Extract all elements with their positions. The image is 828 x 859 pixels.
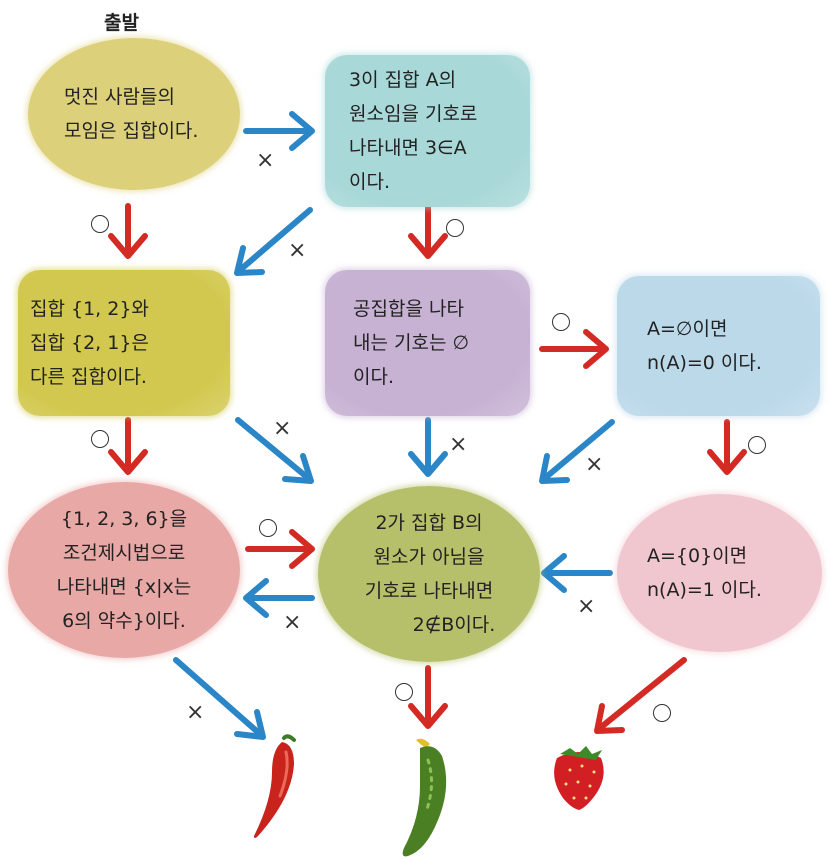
edge-n1-n3 bbox=[108, 203, 148, 259]
node-2-line-2: 원소임을 기호로 bbox=[349, 103, 478, 125]
edge-n7-n6 bbox=[243, 578, 315, 618]
node-7-line-4: 2∉B이다. bbox=[412, 614, 496, 636]
cucumber-image bbox=[402, 738, 447, 857]
yes-marker bbox=[259, 519, 277, 537]
node-5: A=∅이면 n(A)=0 이다. bbox=[617, 276, 820, 416]
yes-marker bbox=[395, 683, 413, 701]
node-1-line-1: 멋진 사람들의 bbox=[64, 86, 175, 108]
node-8-line-1: A={0}이면 bbox=[647, 545, 748, 567]
node-4-line-3: 이다. bbox=[353, 366, 394, 388]
node-6-line-2: 조건제시법으로 bbox=[62, 542, 186, 564]
node-8-line-2: n(A)=1 이다. bbox=[647, 579, 762, 601]
node-5-line-1: A=∅이면 bbox=[647, 318, 728, 340]
no-marker: × bbox=[283, 610, 302, 635]
node-6-line-3: 나타내면 {x|x는 bbox=[56, 576, 192, 598]
no-marker: × bbox=[186, 700, 205, 725]
node-7-line-3: 기호로 나타내면 bbox=[364, 580, 494, 602]
edge-n8-strawberry bbox=[594, 657, 687, 734]
node-6-line-1: {1, 2, 3, 6}을 bbox=[60, 508, 188, 530]
edge-n2-n3 bbox=[234, 207, 313, 276]
yes-marker bbox=[91, 430, 109, 448]
yes-marker bbox=[446, 219, 464, 237]
edge-n8-n7 bbox=[541, 553, 613, 593]
node-5-line-2: n(A)=0 이다. bbox=[647, 352, 762, 374]
no-marker: × bbox=[577, 594, 596, 619]
node-8: A={0}이면 n(A)=1 이다. bbox=[617, 494, 822, 652]
no-marker: × bbox=[288, 238, 307, 263]
yes-marker bbox=[748, 436, 766, 454]
edge-n6-n7 bbox=[245, 529, 315, 569]
edge-n5-n8 bbox=[707, 419, 747, 475]
node-4: 공집합을 나타 내는 기호는 ∅ 이다. bbox=[325, 270, 530, 416]
node-4-line-2: 내는 기호는 ∅ bbox=[353, 332, 470, 354]
node-2-line-4: 이다. bbox=[349, 171, 390, 193]
no-marker: × bbox=[585, 452, 604, 477]
node-2: 3이 집합 A의 원소임을 기호로 나타내면 3∈A 이다. bbox=[325, 55, 530, 207]
edge-n4-n5 bbox=[539, 329, 609, 369]
node-3-line-2: 집합 {2, 1}은 bbox=[30, 332, 149, 354]
node-3-line-3: 다른 집합이다. bbox=[30, 366, 147, 388]
edge-n2-n4 bbox=[408, 204, 448, 259]
node-4-line-1: 공집합을 나타 bbox=[353, 298, 464, 320]
edge-n4-n7 bbox=[408, 417, 448, 477]
node-1: 멋진 사람들의 모임은 집합이다. bbox=[28, 38, 240, 190]
yes-marker bbox=[91, 215, 109, 233]
node-3-line-1: 집합 {1, 2}와 bbox=[30, 298, 149, 320]
edge-n7-cucumber bbox=[408, 665, 448, 729]
yes-marker bbox=[653, 704, 671, 722]
node-7-line-1: 2가 집합 B의 bbox=[375, 512, 483, 534]
no-marker: × bbox=[449, 432, 468, 457]
yes-marker bbox=[552, 313, 570, 331]
node-6: {1, 2, 3, 6}을 조건제시법으로 나타내면 {x|x는 6의 약수}이… bbox=[8, 482, 240, 658]
node-7: 2가 집합 B의 원소가 아님을 기호로 나타내면 2∉B이다. bbox=[318, 486, 540, 662]
edge-n6-chili bbox=[173, 657, 266, 740]
edge-n1-n2 bbox=[243, 111, 315, 151]
no-marker: × bbox=[256, 148, 275, 173]
node-2-line-1: 3이 집합 A의 bbox=[349, 69, 457, 91]
edge-n3-n7 bbox=[235, 417, 314, 484]
node-1-line-2: 모임은 집합이다. bbox=[64, 120, 199, 142]
strawberry-image bbox=[554, 746, 604, 810]
start-label: 출발 bbox=[104, 12, 139, 34]
chili-pepper-image bbox=[254, 734, 296, 838]
edge-n3-n6 bbox=[108, 417, 148, 475]
node-2-line-3: 나타내면 3∈A bbox=[349, 137, 467, 159]
node-3: 집합 {1, 2}와 집합 {2, 1}은 다른 집합이다. bbox=[18, 270, 230, 416]
no-marker: × bbox=[273, 416, 292, 441]
node-6-line-4: 6의 약수}이다. bbox=[62, 610, 186, 632]
node-7-line-2: 원소가 아님을 bbox=[373, 546, 485, 568]
edge-n5-n7 bbox=[539, 419, 615, 484]
